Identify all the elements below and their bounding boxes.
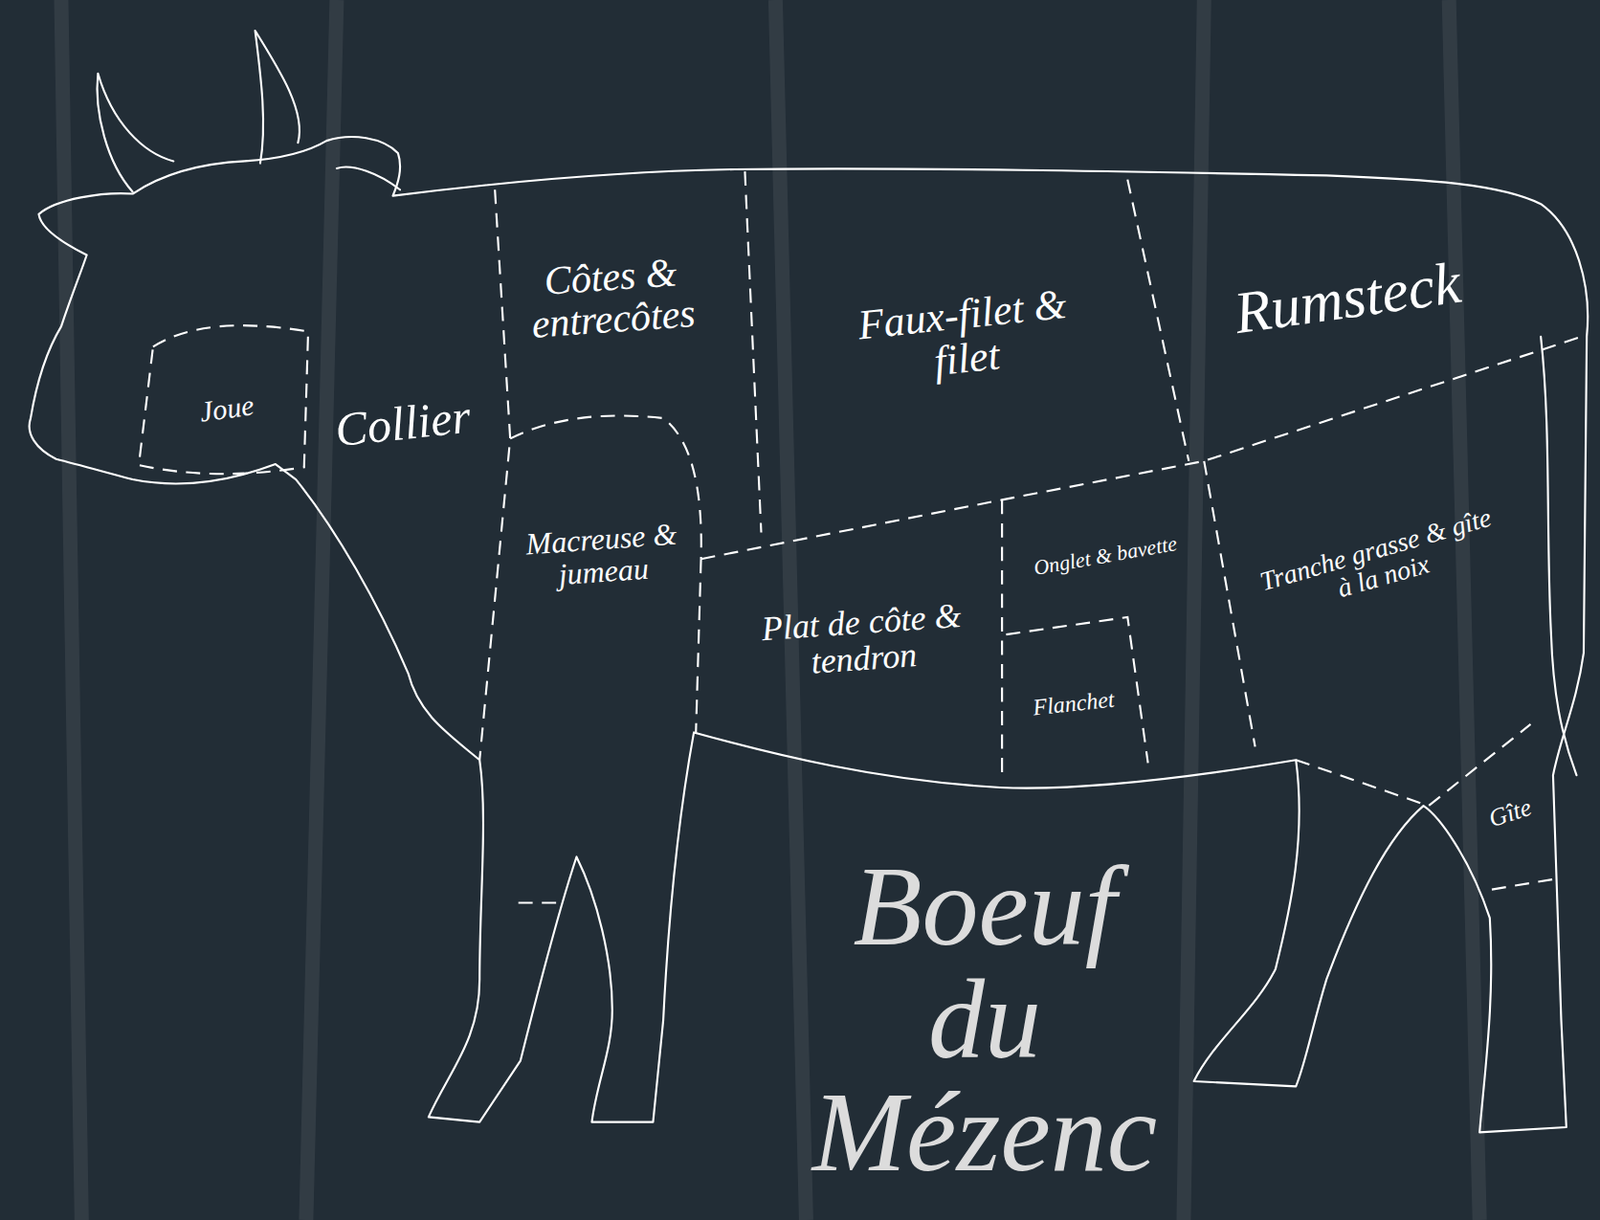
chalk-texture: [61, 0, 1480, 1220]
cut-name: Gîte: [1469, 788, 1552, 838]
cow-outline: [29, 30, 1589, 1133]
cut-boundaries: [138, 171, 1582, 903]
cut-name: Plat de côte & tendron: [747, 597, 978, 686]
cut-name: Faux-filet & filet: [849, 281, 1078, 393]
cut-name: Macreuse & jumeau: [520, 518, 683, 595]
title: Boeuf du Mézenc: [793, 850, 1177, 1190]
cut-name: Côtes & entrecôtes: [511, 248, 713, 347]
cut-name: Onglet & bavette: [1003, 527, 1206, 584]
cut-name: Flanchet: [1015, 686, 1133, 723]
cut-name: Collier: [310, 388, 496, 458]
cut-name: Joue: [181, 387, 272, 430]
